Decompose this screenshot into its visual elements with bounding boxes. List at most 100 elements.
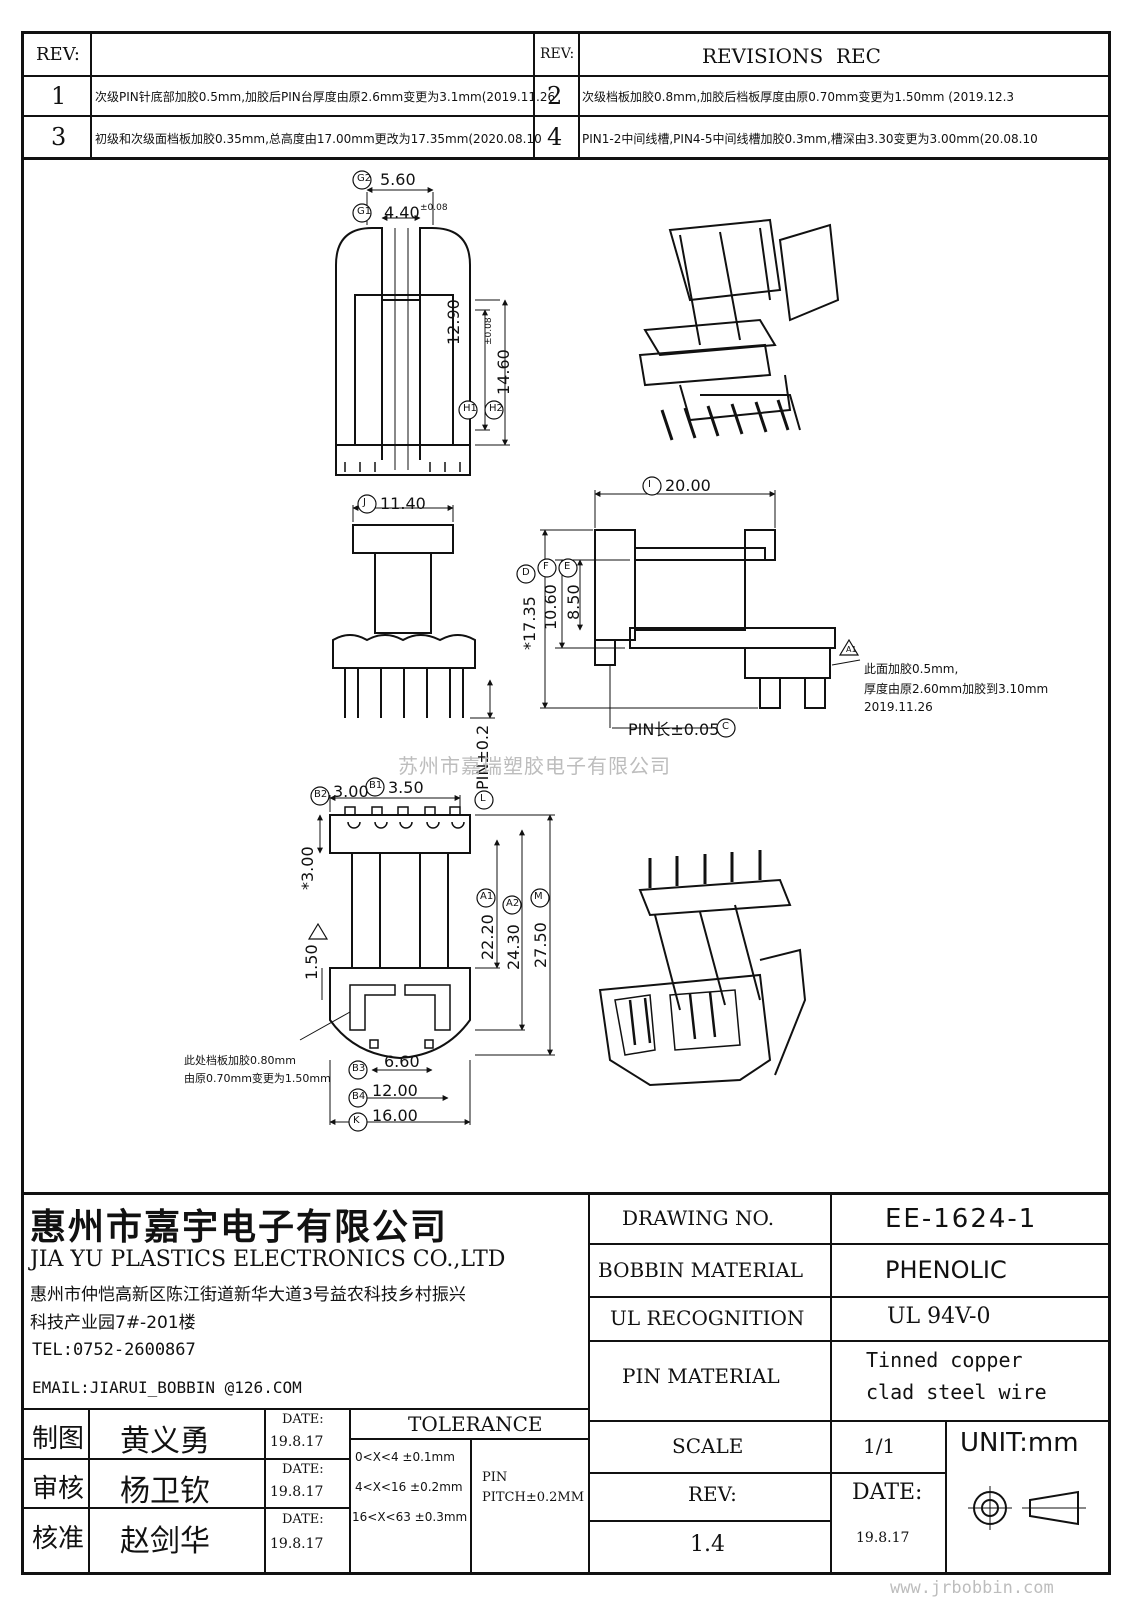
pin-pitch-line-2: PITCH±0.2MM [482, 1490, 585, 1505]
dim-pin-len: PIN长±0.05 [628, 720, 720, 739]
isometric-view-top [638, 218, 840, 441]
technical-drawing [299, 170, 861, 1132]
signoff-date-checker: 19.8.17 [270, 1484, 324, 1500]
label-h1: H1 [463, 403, 477, 414]
signoff-date-label-drafter: DATE: [282, 1412, 324, 1427]
tel: TEL:0752-2600867 [32, 1340, 196, 1360]
rev-value: 1.4 [690, 1532, 725, 1557]
unit: UNIT:mm [960, 1428, 1079, 1458]
drawing-frame [21, 31, 1111, 1575]
label-l: L [480, 793, 486, 804]
label-a2: A2 [506, 898, 520, 909]
projection-symbol-icon [968, 1486, 1086, 1530]
tolerance-row-3: 16<X<63 ±0.3mm [352, 1510, 468, 1524]
ul-value: UL 94V-0 [887, 1304, 991, 1329]
signoff-role-approver: 核准 [32, 1524, 85, 1554]
drawing-no: EE-1624-1 [885, 1204, 1038, 1234]
dim-d-value: *17.35 [520, 596, 539, 650]
label-m: M [534, 891, 543, 902]
flag-a1-side: A1 [846, 645, 857, 654]
address-line-1: 惠州市仲恺高新区陈江街道新华大道3号益农科技乡村振兴 [30, 1285, 466, 1305]
rev-label: REV: [688, 1482, 737, 1506]
label-g1: G1 [357, 206, 372, 217]
rev-header-label-2: REV: [540, 46, 575, 62]
isometric-view-bottom [598, 850, 807, 1087]
dim-b4-value: 12.00 [372, 1081, 418, 1100]
label-e: E [564, 561, 571, 572]
label-c: C [722, 721, 729, 732]
dim-b2-value: 3.00 [333, 782, 369, 801]
pin-material-line-2: clad steel wire [866, 1380, 1047, 1404]
dim-i-value: 20.00 [665, 476, 711, 495]
rev-no-1: 1 [51, 82, 67, 110]
label-b1: B1 [369, 780, 383, 791]
tolerance-row-2: 4<X<16 ±0.2mm [355, 1480, 463, 1494]
dim-b1-value: 3.50 [388, 778, 424, 797]
front-view [332, 505, 495, 719]
side-note-2: 厚度由原2.60mm加胶到3.10mm [864, 682, 1049, 696]
top-view [335, 187, 510, 476]
ul-recognition-label: UL RECOGNITION [610, 1306, 805, 1330]
label-k: K [353, 1115, 360, 1126]
label-f: F [543, 561, 549, 572]
dim-b3-value: 6.60 [384, 1052, 420, 1071]
bottom-note-1: 此处档板加胶0.80mm [184, 1054, 296, 1067]
rev-no-4: 4 [547, 123, 563, 151]
label-b3: B3 [352, 1063, 366, 1074]
scale-label: SCALE [672, 1434, 744, 1458]
signoff-date-approver: 19.8.17 [270, 1536, 324, 1552]
rec-header: REC [836, 44, 881, 68]
tolerance-title: TOLERANCE [408, 1412, 543, 1436]
rev-no-3: 3 [51, 123, 67, 151]
signoff-role-checker: 审核 [32, 1474, 85, 1504]
bobbin-material-label: BOBBIN MATERIAL [598, 1258, 804, 1282]
side-view [540, 490, 861, 729]
dim-h2-value: 14.60 [494, 349, 513, 395]
dim-h1-tol: ±0.08 [484, 317, 494, 345]
label-g2: G2 [357, 173, 372, 184]
revisions-header: REVISIONS [702, 44, 824, 68]
signoff-role-drafter: 制图 [32, 1424, 85, 1454]
bobbin-material: PHENOLIC [885, 1256, 1007, 1284]
email: EMAIL:JIARUI_BOBBIN @126.COM [32, 1378, 302, 1397]
dim-e-value: 8.50 [564, 584, 583, 620]
label-i: I [648, 479, 651, 490]
label-d: D [522, 567, 530, 578]
signoff-name-checker: 杨卫钦 [120, 1474, 210, 1509]
signoff-date-label-checker: DATE: [282, 1462, 324, 1477]
dim-a1-value: 22.20 [478, 914, 497, 960]
bottom-note-2: 由原0.70mm变更为1.50mm [184, 1072, 331, 1085]
signoff-date-label-approver: DATE: [282, 1512, 324, 1527]
rev-text-1: 次级PIN针底部加胶0.5mm,加胶后PIN台厚度由原2.6mm变更为3.1mm… [95, 90, 556, 104]
rev-text-3: 初级和次级面档板加胶0.35mm,总高度由17.00mm更改为17.35mm(2… [95, 132, 542, 146]
bottom-view [299, 795, 555, 1125]
date-value: 19.8.17 [856, 1530, 910, 1546]
signoff-name-approver: 赵剑华 [120, 1524, 210, 1559]
rev-header-label: REV: [36, 44, 80, 65]
address-line-2: 科技产业园7#-201楼 [30, 1313, 196, 1333]
dim-m-value: 27.50 [531, 922, 550, 968]
side-note-date: 2019.11.26 [864, 700, 933, 714]
rev-text-4: PIN1-2中间线槽,PIN4-5中间线槽加胶0.3mm,槽深由3.30变更为3… [582, 132, 1038, 146]
dim-h1-value: 12.90 [444, 299, 463, 345]
label-j: J [363, 497, 366, 508]
pin-material-line-1: Tinned copper [866, 1348, 1023, 1372]
dim-g1-value: 4.40 [384, 203, 420, 222]
pin-pitch-line-1: PIN [482, 1470, 508, 1485]
side-note-1: 此面加胶0.5mm, [864, 662, 959, 676]
dim-f-value: 10.60 [541, 584, 560, 630]
dim-j-value: 11.40 [380, 494, 426, 513]
label-h2: H2 [489, 403, 503, 414]
rev-no-2: 2 [547, 82, 563, 110]
dim-side-3: *3.00 [298, 846, 317, 890]
signoff-date-drafter: 19.8.17 [270, 1434, 324, 1450]
scale-value: 1/1 [863, 1434, 896, 1458]
label-b2: B2 [314, 789, 328, 800]
rev-text-2: 次级档板加胶0.8mm,加胶后档板厚度由原0.70mm变更为1.50mm (20… [582, 90, 1015, 104]
drawing-no-label: DRAWING NO. [622, 1206, 775, 1230]
dim-k-value: 16.00 [372, 1106, 418, 1125]
date-label: DATE: [852, 1480, 923, 1505]
company-name-en: JIA YU PLASTICS ELECTRONICS CO.,LTD [30, 1247, 506, 1272]
pin-material-label: PIN MATERIAL [622, 1364, 780, 1388]
label-a1: A1 [480, 891, 494, 902]
